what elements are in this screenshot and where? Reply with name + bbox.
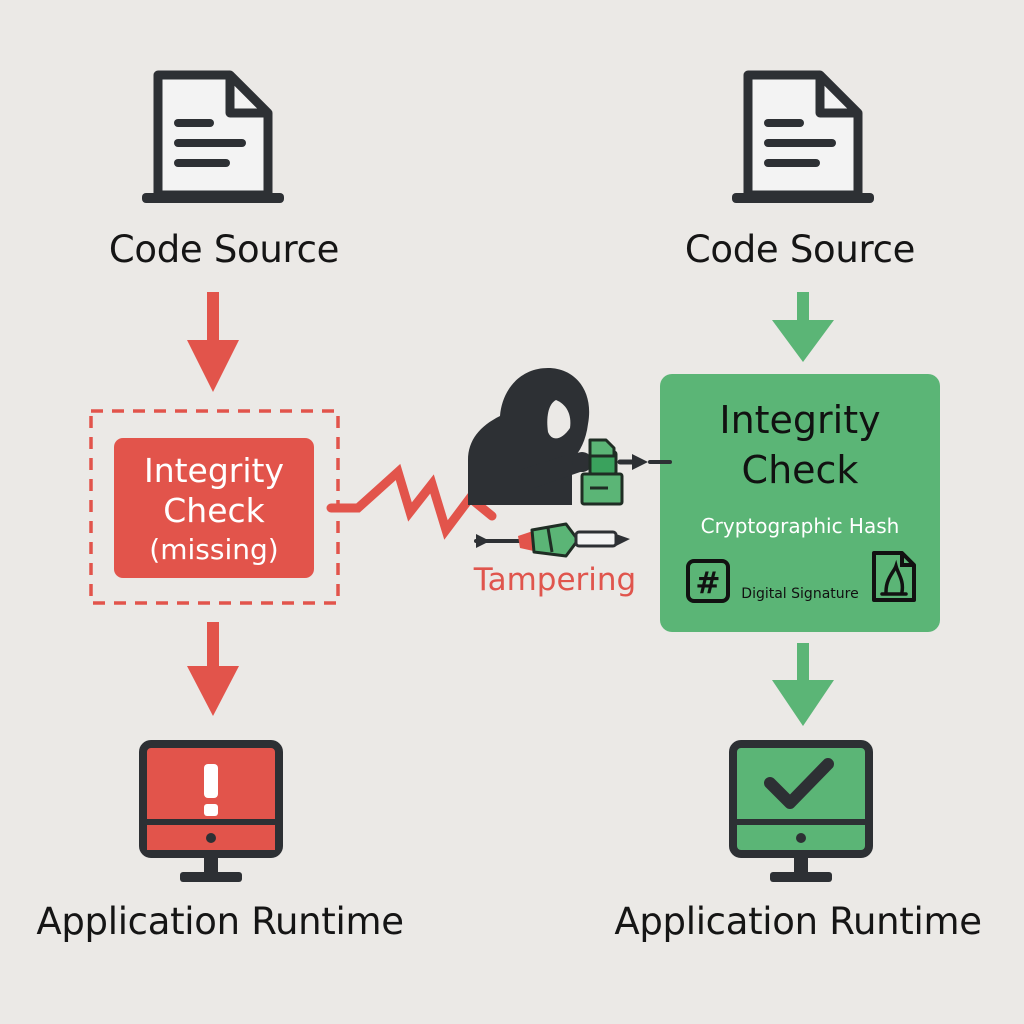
digital-signature-label: Digital Signature [741,586,859,602]
missing-check-line3: (missing) [149,533,279,566]
missing-check-box [114,438,314,578]
left-code-source-label: Code Source [108,228,340,271]
integrity-check-line1: Integrity [719,398,881,442]
document-icon-left [142,70,284,203]
right-code-source-label: Code Source [684,228,916,271]
arrow-down-green-top [772,292,834,362]
signed-document-icon [872,551,916,602]
arrow-down-red-bottom [187,622,239,716]
missing-check-line2: Check [163,491,265,530]
tamper-bolt [326,463,497,540]
check-monitor-icon [729,740,873,882]
tampering-label: Tampering [473,562,637,598]
left-runtime-label: Application Runtime [36,900,404,943]
arrow-down-green-bottom [772,643,834,726]
missing-check-line1: Integrity [143,451,285,490]
tampered-device-icon [580,438,672,506]
missing-check-text: Integrity Check (missing) [114,440,314,580]
document-icon-right [732,70,874,203]
hash-icon: # [686,559,730,603]
cryptographic-hash-label: Cryptographic Hash [700,514,900,538]
integrity-check-title: Integrity Check [660,395,940,495]
hooded-attacker-icon [468,368,592,505]
arrow-down-red-top [187,292,239,392]
right-runtime-label: Application Runtime [614,900,982,943]
integrity-check-line2: Check [741,448,859,492]
alert-monitor-icon [139,740,283,882]
hash-glyph: # [695,566,720,601]
injector-tool-icon [474,522,630,558]
